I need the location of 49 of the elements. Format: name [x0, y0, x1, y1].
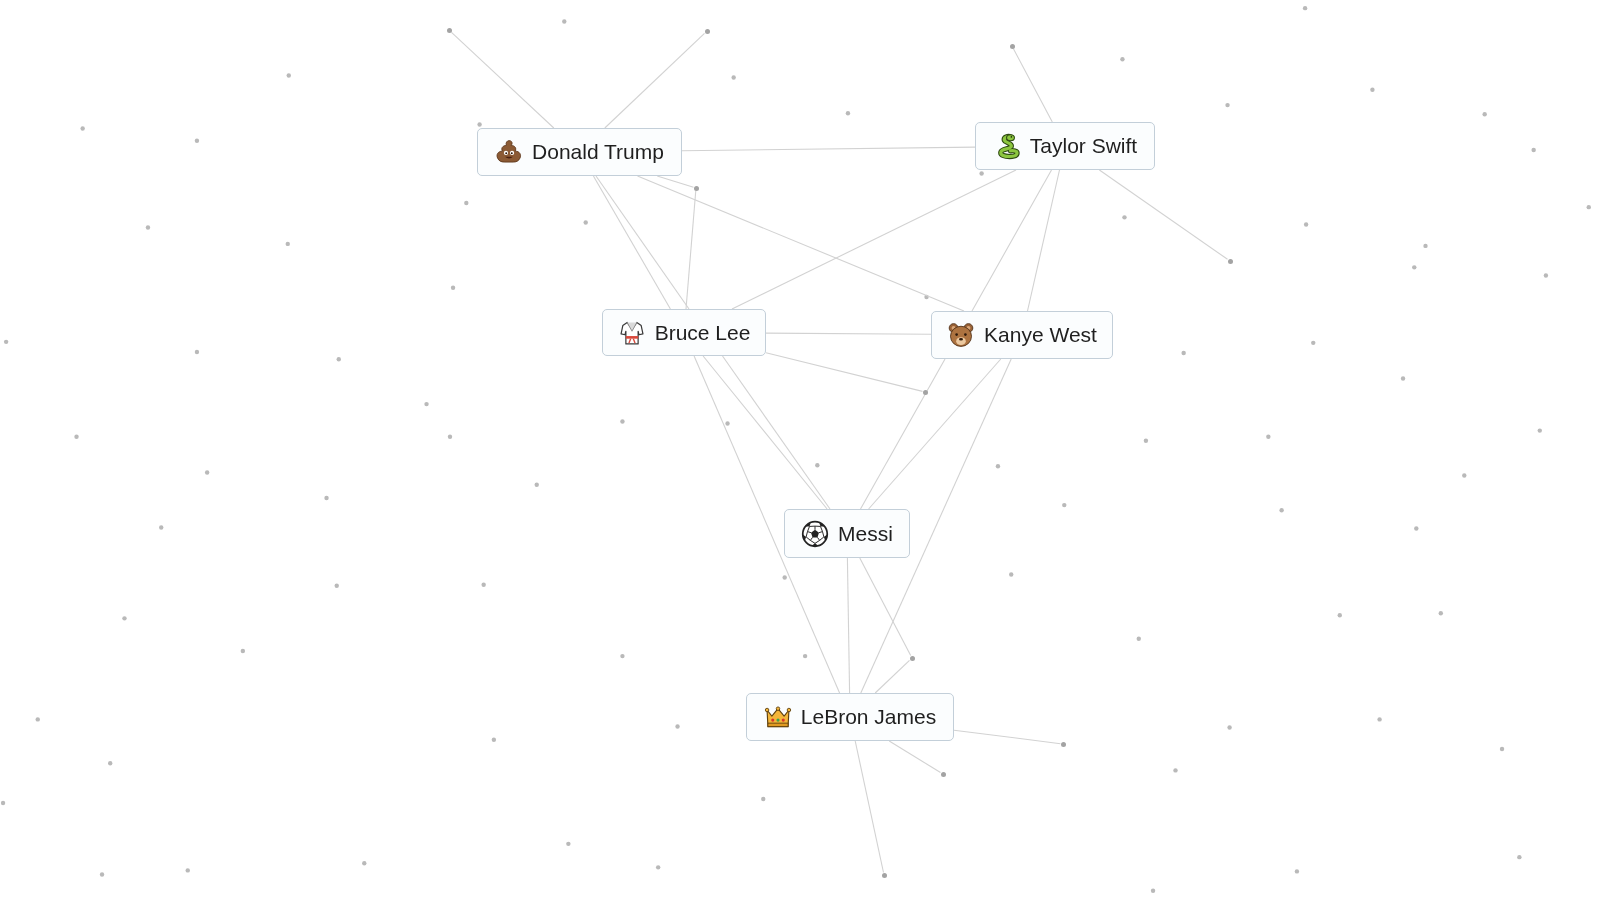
connector-line	[702, 355, 828, 510]
connector-line	[595, 175, 690, 310]
connector-line	[765, 352, 924, 392]
element-card	[477, 128, 682, 176]
connector-line	[693, 355, 841, 694]
endpoint-dot	[1009, 43, 1015, 49]
connector-line	[731, 169, 1017, 310]
endpoint-dot	[909, 655, 915, 661]
connector-line	[636, 175, 965, 312]
node-label: Taylor Swift	[1029, 133, 1138, 159]
connector-line	[1012, 47, 1053, 123]
endpoint-dot	[1060, 741, 1066, 747]
endpoint-dot	[881, 872, 887, 878]
element-card	[784, 509, 910, 558]
connector-line	[765, 332, 932, 335]
element-card	[602, 309, 766, 356]
node-label: LeBron James	[800, 704, 937, 730]
connector-line	[1098, 169, 1229, 260]
connector-line	[592, 175, 671, 310]
node-label: Kanye West	[984, 322, 1097, 348]
connector-line	[953, 729, 1062, 745]
connector-line	[1026, 169, 1061, 312]
endpoint-dot	[922, 389, 928, 395]
node-label: Bruce Lee	[654, 319, 751, 346]
connector-line	[604, 32, 706, 129]
element-card	[746, 693, 954, 741]
connector-line	[846, 557, 851, 694]
connector-line	[859, 358, 946, 510]
node-label: Donald Trump	[532, 139, 664, 165]
connector-line	[681, 146, 976, 152]
endpoint-dot	[940, 771, 946, 777]
connector-line	[971, 169, 1053, 312]
endpoint-dot	[446, 27, 452, 33]
connector-line	[859, 557, 912, 657]
endpoint-dot	[693, 185, 699, 191]
endpoint-dot	[704, 28, 710, 34]
connector-line	[860, 358, 1012, 694]
connector-line	[656, 175, 695, 188]
endpoint-dot	[1227, 258, 1233, 264]
element-card	[931, 311, 1113, 359]
element-card	[975, 122, 1155, 170]
connector-line	[685, 189, 697, 310]
connector-line	[874, 659, 911, 694]
connector-line	[868, 358, 1002, 510]
connector-line	[721, 355, 831, 510]
connector-line	[888, 740, 942, 774]
connector-line	[450, 31, 555, 129]
connector-line	[854, 740, 885, 874]
node-label: Messi	[838, 520, 893, 547]
